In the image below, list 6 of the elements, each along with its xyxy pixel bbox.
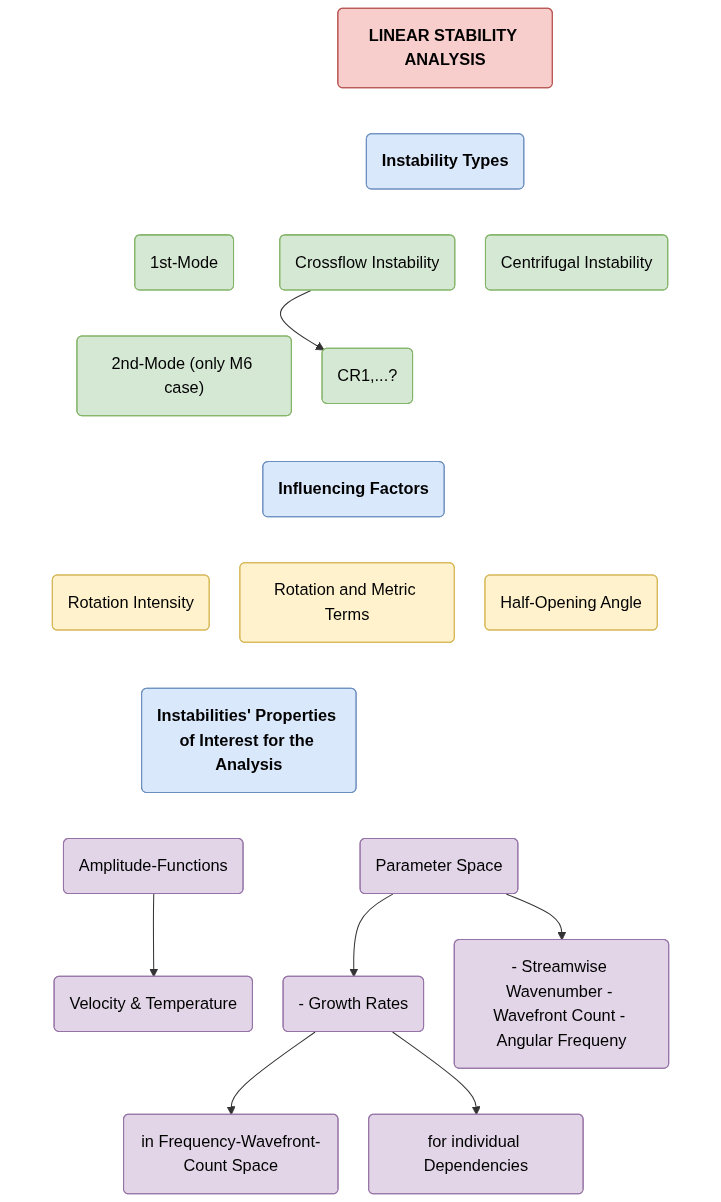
arrow bbox=[226, 1031, 316, 1116]
arrow bbox=[280, 290, 325, 351]
arrow bbox=[392, 1031, 481, 1116]
arrow bbox=[149, 893, 159, 978]
arrow bbox=[349, 893, 394, 978]
arrow bbox=[505, 893, 567, 941]
